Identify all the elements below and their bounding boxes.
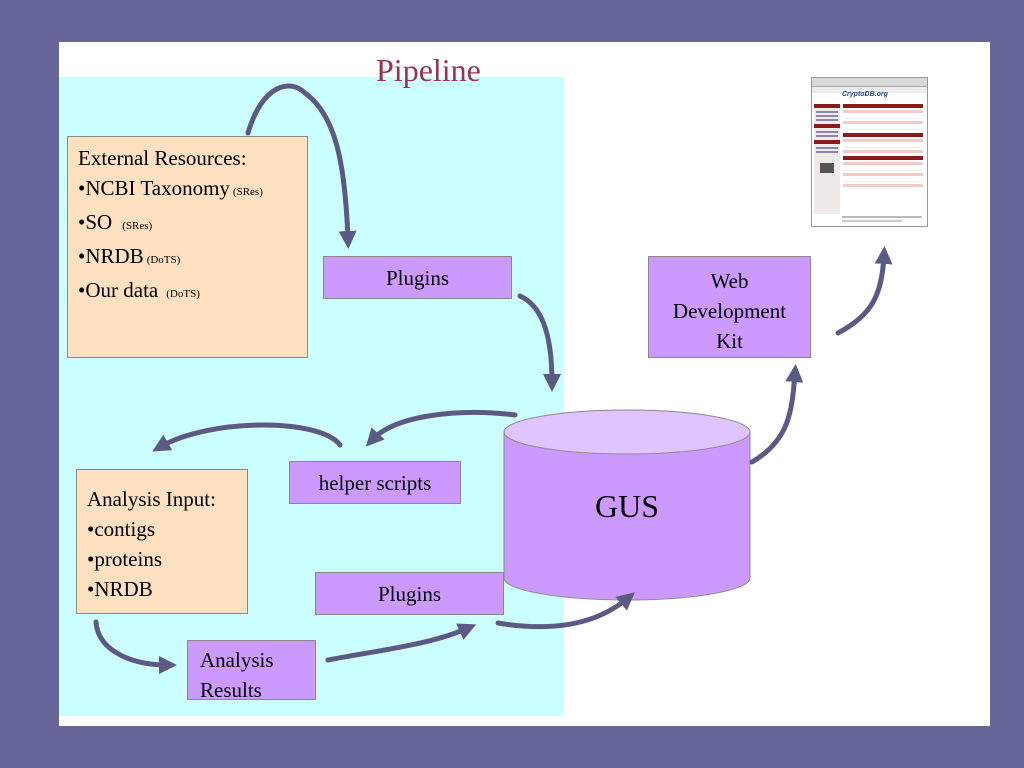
analysis-input-item: •proteins: [87, 547, 163, 571]
resource-tag: (DoTS): [146, 254, 181, 266]
thumb-logo: CryptoDB.org: [842, 91, 888, 98]
arrow-results-to-plugins: [325, 623, 477, 663]
resource-item: •NCBI Taxonomy(SRes): [78, 173, 297, 207]
plugins-top-box: Plugins: [323, 256, 512, 299]
thumb-address-bar: [812, 87, 927, 93]
thumb-sidebar: [814, 104, 840, 214]
website-screenshot-thumbnail: CryptoDB.org: [811, 77, 928, 227]
gus-database-cylinder: [503, 409, 751, 601]
analysis-input-item: •contigs: [87, 517, 156, 541]
plugins-bottom-box: Plugins: [315, 572, 504, 615]
pipeline-title: Pipeline: [376, 52, 481, 88]
web-development-kit-box: Web Development Kit: [648, 256, 811, 358]
arrow-gus-to-helper: [365, 409, 518, 447]
gus-label-text: GUS: [594, 488, 659, 524]
helper-scripts-label: helper scripts: [318, 471, 432, 495]
analysis-results-line: Results: [200, 678, 262, 702]
analysis-results-line: Analysis: [200, 648, 274, 672]
analysis-input-box: Analysis Input: •contigs •proteins •NRDB: [76, 469, 248, 614]
helper-scripts-box: helper scripts: [289, 461, 461, 504]
gus-label: GUS: [504, 488, 750, 525]
web-dev-kit-line: Development: [672, 299, 787, 323]
resource-tag: (SRes): [232, 186, 263, 198]
arrow-input-to-results: [93, 619, 177, 674]
analysis-input-heading: Analysis Input:: [87, 487, 216, 511]
analysis-input-item: •NRDB: [87, 577, 153, 601]
plugins-top-label: Plugins: [385, 266, 450, 290]
resource-item: •NRDB(DoTS): [78, 241, 297, 275]
resource-tag: (SRes): [122, 220, 153, 232]
thumb-footer: [842, 216, 922, 218]
arrow-gus-to-webkit: [749, 364, 804, 465]
thumb-browser-bar: [812, 78, 927, 87]
thumb-content: [843, 104, 923, 196]
analysis-results-box: Analysis Results: [187, 640, 316, 702]
external-resources-box: External Resources: •NCBI Taxonomy(SRes)…: [67, 136, 308, 358]
arrow-plugins-to-gus: [517, 293, 561, 392]
resource-item: •Our data (DoTS): [78, 275, 297, 309]
web-dev-kit-line: Web: [710, 269, 749, 293]
resource-name: •NCBI Taxonomy: [78, 176, 230, 200]
resource-item: •SO (SRes): [78, 207, 297, 241]
resource-name: •SO: [78, 210, 113, 234]
resource-tag: (DoTS): [166, 288, 200, 300]
arrow-helper-to-input: [152, 422, 343, 452]
arrow-plugins-to-gus-bottom: [495, 592, 635, 630]
thumb-footer: [842, 220, 902, 222]
web-dev-kit-line: Kit: [716, 329, 743, 353]
external-resources-heading: External Resources:: [78, 146, 247, 170]
resource-name: •NRDB: [78, 244, 144, 268]
plugins-bottom-label: Plugins: [377, 582, 442, 606]
arrow-webkit-to-website: [835, 246, 893, 336]
resource-name: •Our data: [78, 278, 159, 302]
arrow-resources-to-plugins: [245, 83, 357, 249]
